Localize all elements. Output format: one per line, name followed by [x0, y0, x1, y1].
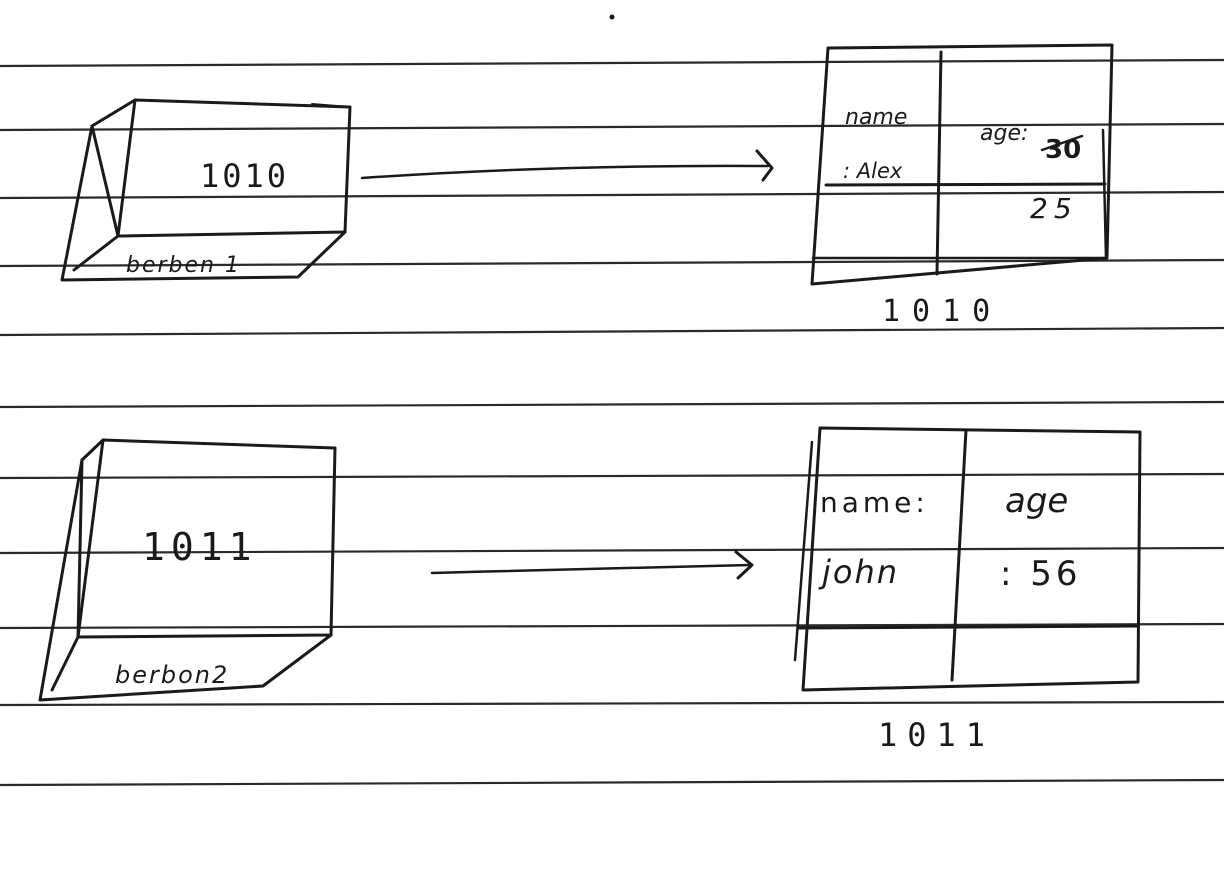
reference-arrow-person1: [360, 149, 774, 182]
person1-age-old-value: 30: [1045, 135, 1081, 165]
person2-name-label: name:: [820, 486, 929, 519]
person1-age-new-value: 25: [1030, 192, 1078, 225]
person2-age-label: age: [1005, 481, 1068, 521]
ruled-lines: [0, 58, 1224, 787]
object-box-person1: [810, 43, 1114, 286]
age-strikethrough: [1040, 134, 1084, 152]
person2-variable-label: berbon2: [115, 661, 229, 689]
person1-name-label: name: [845, 105, 907, 130]
person1-variable-label: berben 1: [126, 253, 241, 278]
person1-name-value: : Alex: [843, 159, 903, 183]
person2-name-value: john: [818, 553, 899, 591]
person2-stored-value: 1011: [142, 525, 258, 569]
reference-arrow-person2: [430, 550, 754, 580]
person1-stored-value: 1010: [200, 157, 289, 195]
variable-box-person2: [38, 438, 337, 702]
person1-age-label: age:: [980, 121, 1028, 146]
person2-object-address: 1011: [878, 716, 995, 754]
person1-object-address: 1010: [882, 294, 1002, 329]
person2-age-value: : 56: [1000, 554, 1082, 594]
object-box-person2: [793, 426, 1142, 692]
variable-box-person1: [60, 98, 352, 282]
ink-dot: [609, 14, 615, 20]
